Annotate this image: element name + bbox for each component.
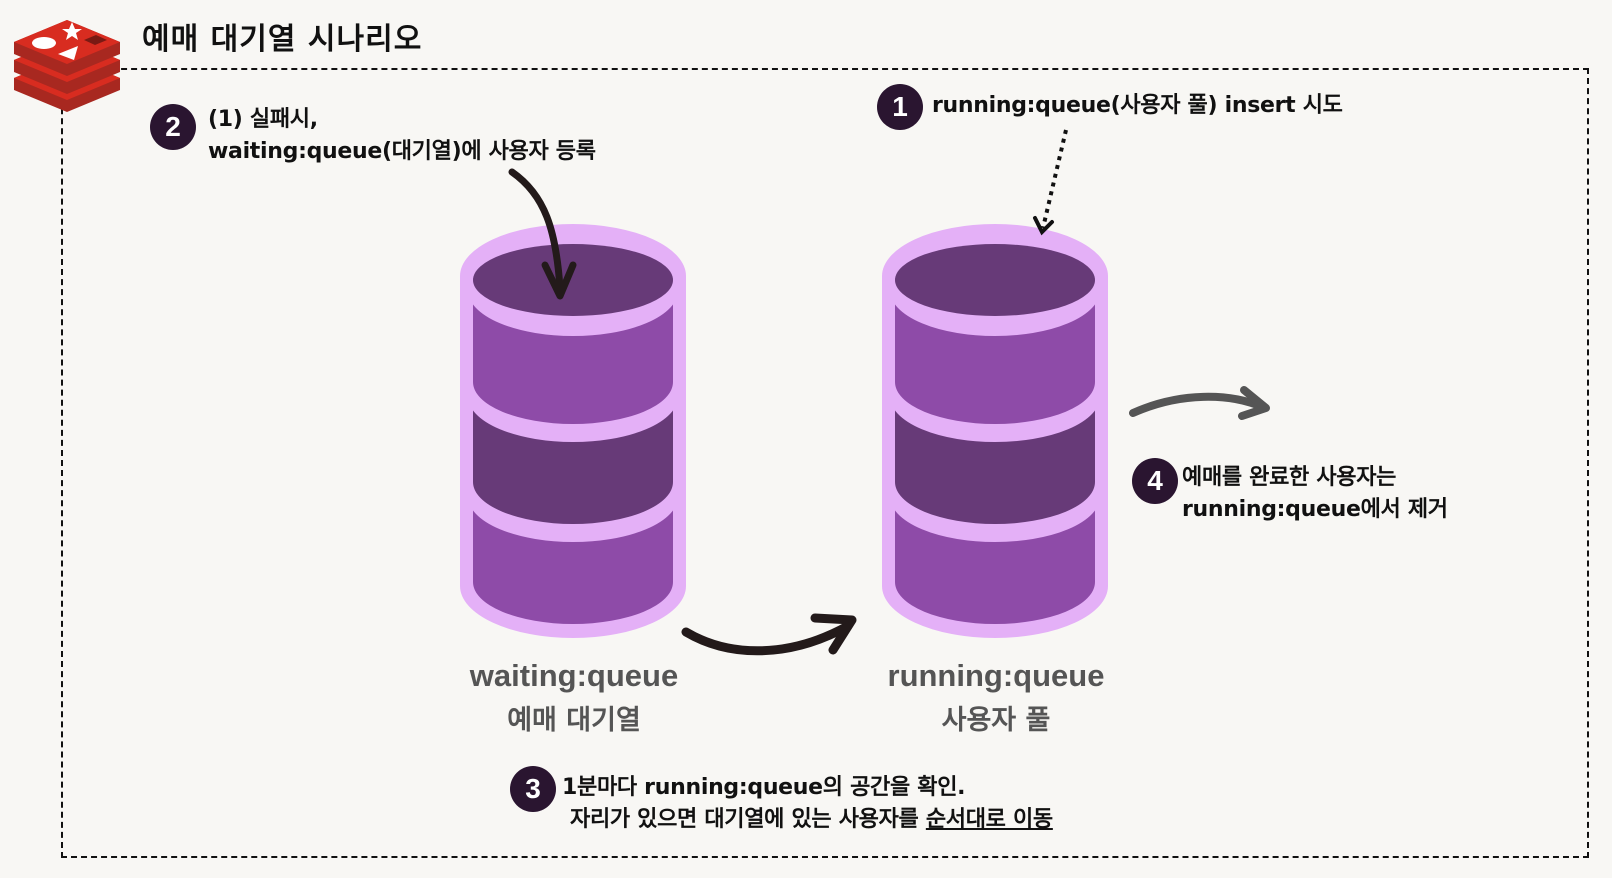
redis-logo-icon xyxy=(14,20,120,112)
step1-note: running:queue(사용자 풀) insert 시도 xyxy=(932,93,1343,118)
waiting-queue-cylinder xyxy=(460,224,686,638)
step2-arrow-head xyxy=(541,261,577,300)
step2-line1: (1) 실패시, xyxy=(208,107,318,132)
step3-note: 1분마다 running:queue의 공간을 확인. 자리가 있으면 대기열에… xyxy=(562,772,1053,836)
step4-line1: 예매를 완료한 사용자는 xyxy=(1182,465,1397,490)
page-title: 예매 대기열 시나리오 xyxy=(142,22,423,57)
cylinder-segment-1 xyxy=(895,288,1095,424)
step2-badge: 2 xyxy=(150,104,196,150)
step3-badge: 3 xyxy=(510,766,556,812)
cylinder-segment-3 xyxy=(473,494,673,624)
step3-line1: 1분마다 running:queue의 공간을 확인. xyxy=(562,775,966,800)
cylinder-top xyxy=(895,244,1095,316)
step3-line2-text: 자리가 있으면 대기열에 있는 사용자를 xyxy=(570,807,926,832)
step1-dotted-arrow-head xyxy=(1033,216,1054,236)
cylinder-band-1 xyxy=(889,287,1101,336)
step4-arrow-head xyxy=(1238,386,1270,420)
cylinder-band-2 xyxy=(889,393,1101,442)
cylinder-top xyxy=(473,244,673,316)
cylinder-band-3 xyxy=(467,493,679,542)
step3-line2-underlined: 순서대로 이동 xyxy=(925,807,1053,832)
cylinder-band-3 xyxy=(889,493,1101,542)
cylinder-segment-3 xyxy=(895,494,1095,624)
step4-badge: 4 xyxy=(1132,458,1178,504)
step3-arrow xyxy=(681,621,853,656)
step4-arrow xyxy=(1129,392,1266,417)
step3-arrow-head xyxy=(810,613,857,655)
step2-note: (1) 실패시, waiting:queue(대기열)에 사용자 등록 xyxy=(208,104,596,168)
waiting-queue-label: 예매 대기열 xyxy=(507,705,641,736)
cylinder-segment-1 xyxy=(473,288,673,424)
step3-line2: 자리가 있으면 대기열에 있는 사용자를 순서대로 이동 xyxy=(562,804,1053,836)
step2-line2: waiting:queue(대기열)에 사용자 등록 xyxy=(208,139,596,164)
step1-badge: 1 xyxy=(877,84,923,130)
cylinder-segment-2 xyxy=(473,394,673,524)
step4-line2: running:queue에서 제거 xyxy=(1182,497,1448,522)
running-queue-key: running:queue xyxy=(887,658,1105,693)
cylinder-band-2 xyxy=(467,393,679,442)
step2-arrow xyxy=(508,168,564,292)
running-queue-cylinder xyxy=(882,224,1108,638)
diagram-frame xyxy=(61,68,1589,858)
cylinder-band-1 xyxy=(467,287,679,336)
cylinder-segment-2 xyxy=(895,394,1095,524)
waiting-queue-key: waiting:queue xyxy=(469,658,679,693)
running-queue-label: 사용자 풀 xyxy=(941,705,1051,736)
step1-dotted-arrow xyxy=(1041,129,1068,229)
step4-note: 예매를 완료한 사용자는 running:queue에서 제거 xyxy=(1182,462,1448,526)
